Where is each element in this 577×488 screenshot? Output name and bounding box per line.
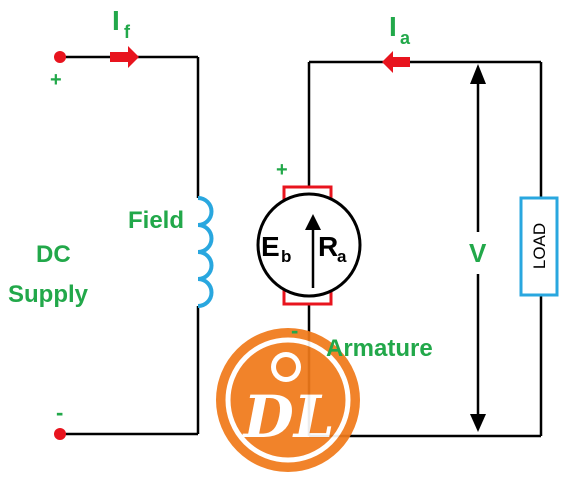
field-label: Field xyxy=(128,207,184,234)
armature-label: Armature xyxy=(326,335,433,362)
plus-armature-label: + xyxy=(276,159,288,181)
load-box xyxy=(519,196,559,297)
armature-current-label: I xyxy=(389,11,397,42)
minus-supply-label: - xyxy=(56,400,63,425)
plus-supply-label: + xyxy=(50,69,62,91)
resistance-label: R xyxy=(318,231,338,262)
field-coil-icon xyxy=(197,196,214,308)
field-current-arrow-icon xyxy=(110,46,139,68)
terminal-negative-dot xyxy=(54,428,66,440)
terminal-positive-dot xyxy=(54,51,66,63)
field-current-subscript: f xyxy=(124,22,131,42)
emf-subscript: b xyxy=(281,247,291,266)
dc-label: DC xyxy=(36,241,71,268)
brush-bottom-icon xyxy=(282,290,333,306)
dl-watermark-logo: DL xyxy=(216,328,360,472)
armature-current-arrow-icon xyxy=(382,51,410,73)
supply-label: Supply xyxy=(8,281,89,308)
load-label: LOAD xyxy=(530,223,549,269)
armature-marker: - xyxy=(291,318,298,343)
voltage-arrow-icon xyxy=(470,64,486,432)
emf-label: E xyxy=(261,231,280,262)
field-current-label: I xyxy=(112,5,120,36)
armature-current-subscript: a xyxy=(400,28,411,48)
brush-top-icon xyxy=(282,185,333,200)
voltage-label: V xyxy=(469,238,487,268)
armature-circle-icon xyxy=(256,192,362,298)
resistance-subscript: a xyxy=(337,247,347,266)
watermark-text: DL xyxy=(241,383,334,451)
emf-arrow-icon xyxy=(305,214,321,288)
